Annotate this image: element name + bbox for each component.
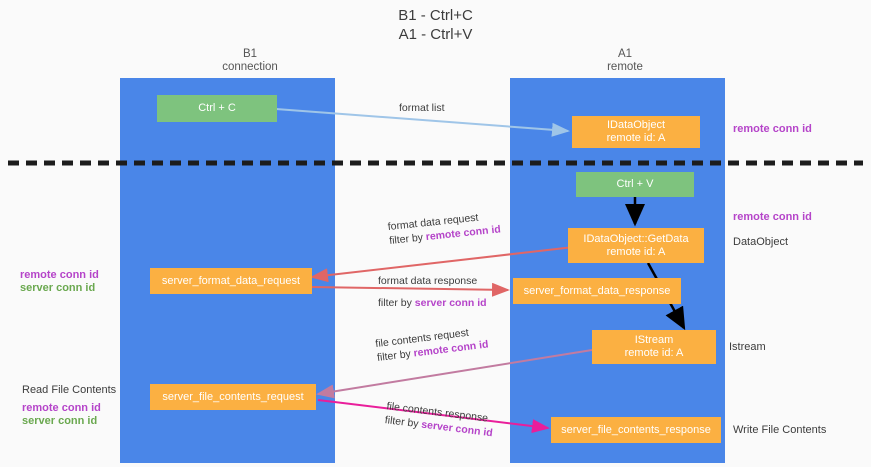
annotation-remote-conn-id-top: remote conn id [733, 123, 812, 135]
annotation-istream: Istream [729, 341, 766, 353]
flow-file-contents-response-filter-prefix: filter by [384, 414, 423, 431]
box-ctrl-c-label: Ctrl + C [198, 102, 236, 114]
annotation-remote-conn-id-mid: remote conn id [733, 211, 812, 223]
box-server-format-data-request-label: server_format_data_request [161, 274, 301, 287]
flow-format-data-response-filter: filter by server conn id [378, 296, 487, 310]
title-line-2: A1 - Ctrl+V [398, 26, 473, 43]
flow-label-file-contents-response: file contents response filter by server … [384, 399, 495, 440]
flow-format-data-request-filter-prefix: filter by [388, 231, 427, 248]
annotation-left-remote-conn-id-mid: remote conn id [20, 269, 99, 281]
flow-format-data-response-text: format data response [378, 275, 478, 287]
box-idataobject-line-1: IDataObject [606, 119, 666, 131]
column-header-a1: A1 remote [520, 48, 730, 74]
flow-label-format-list: format list [399, 102, 445, 114]
flow-format-data-response-filter-prefix: filter by [378, 297, 415, 309]
box-server-format-data-response[interactable]: server_format_data_response [513, 278, 681, 304]
column-header-b1-role: connection [222, 61, 278, 73]
box-idataobject-line-2: remote id: A [606, 132, 666, 144]
annotation-left-remote-conn-id-bottom: remote conn id [22, 402, 101, 414]
column-header-b1-name: B1 [242, 48, 258, 60]
annotation-left-server-conn-id-mid: server conn id [20, 282, 96, 294]
flow-label-format-data-request: format data request filter by remote con… [387, 208, 501, 248]
box-server-format-data-request[interactable]: server_format_data_request [150, 268, 312, 294]
flow-file-contents-request-filter-prefix: filter by [376, 347, 415, 365]
box-server-file-contents-request[interactable]: server_file_contents_request [150, 384, 316, 410]
box-server-file-contents-response[interactable]: server_file_contents_response [551, 417, 721, 443]
box-server-file-contents-request-label: server_file_contents_request [162, 390, 304, 403]
annotation-dataobject: DataObject [733, 236, 789, 248]
box-idataobject[interactable]: IDataObject remote id: A [572, 116, 700, 148]
page-title: B1 - Ctrl+C A1 - Ctrl+V [0, 6, 871, 44]
flow-label-format-data-response: format data response filter by server co… [378, 274, 487, 310]
annotation-write-file-contents: Write File Contents [733, 424, 827, 436]
box-istream-line-1: IStream [634, 334, 674, 346]
annotation-left-server-conn-id-bottom: server conn id [22, 415, 98, 427]
box-ctrl-v[interactable]: Ctrl + V [576, 172, 694, 197]
annotation-read-file-contents: Read File Contents [22, 384, 117, 396]
box-ctrl-c[interactable]: Ctrl + C [157, 95, 277, 122]
title-line-1: B1 - Ctrl+C [398, 7, 473, 24]
box-istream[interactable]: IStream remote id: A [592, 330, 716, 364]
flow-format-data-response-filter-key: server conn id [414, 297, 487, 309]
flow-label-file-contents-request: file contents request filter by remote c… [375, 324, 490, 365]
column-header-b1: B1 connection [150, 48, 350, 74]
box-idataobject-getdata[interactable]: IDataObject::GetData remote id: A [568, 228, 704, 263]
column-header-a1-role: remote [607, 61, 643, 73]
box-server-file-contents-response-label: server_file_contents_response [561, 423, 711, 436]
column-header-a1-name: A1 [617, 48, 633, 60]
box-getdata-line-1: IDataObject::GetData [583, 232, 689, 245]
box-getdata-line-2: remote id: A [606, 245, 666, 258]
box-server-format-data-response-label: server_format_data_response [523, 284, 671, 297]
box-istream-line-2: remote id: A [624, 347, 684, 359]
box-ctrl-v-label: Ctrl + V [616, 178, 654, 190]
